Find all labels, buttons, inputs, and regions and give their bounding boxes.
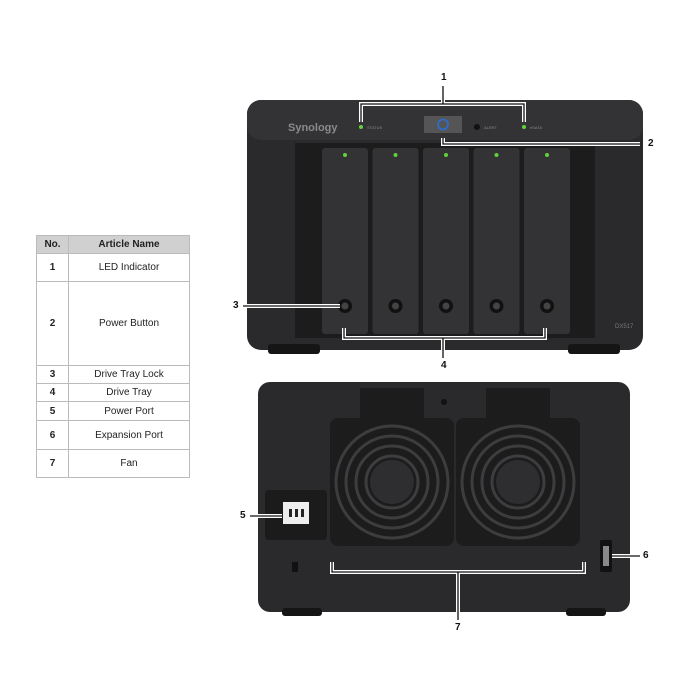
led-label-esata: eSATA xyxy=(530,125,542,130)
drive-tray[interactable] xyxy=(372,148,419,334)
drive-led-icon xyxy=(343,153,347,157)
drive-led-icon xyxy=(444,153,448,157)
table-header: No. Article Name xyxy=(36,235,190,254)
row-name: Power Button xyxy=(68,281,190,366)
drive-trays xyxy=(322,148,570,334)
callout-7: 7 xyxy=(455,622,461,633)
alert-led-icon xyxy=(474,124,480,130)
drive-led-icon xyxy=(393,153,398,157)
row-name: LED Indicator xyxy=(68,253,190,282)
device-back xyxy=(258,382,630,616)
row-no: 1 xyxy=(36,253,69,282)
callout-6: 6 xyxy=(643,550,649,561)
security-slot xyxy=(292,562,298,572)
led-label-status: STATUS xyxy=(367,125,383,130)
brand-logo: Synology xyxy=(288,122,338,134)
power-button[interactable] xyxy=(424,116,462,133)
model-label: DX517 xyxy=(615,324,634,330)
device-front: Synology STATUS ALERT eSATA DX517 xyxy=(247,100,643,354)
callout-1: 1 xyxy=(441,72,447,83)
header-article-name: Article Name xyxy=(68,235,190,254)
esata-led-icon xyxy=(522,125,526,129)
header-no: No. xyxy=(36,235,69,254)
fan-hub xyxy=(496,460,540,504)
drive-tray[interactable] xyxy=(524,148,570,334)
fan xyxy=(330,388,454,546)
led-label-alert: ALERT xyxy=(484,125,497,130)
drive-tray[interactable] xyxy=(322,148,368,334)
drive-tray[interactable] xyxy=(423,148,469,334)
callout-4: 4 xyxy=(441,360,447,371)
fan xyxy=(456,388,580,546)
fan-hub xyxy=(370,460,414,504)
power-icon xyxy=(437,118,449,131)
row-name: Expansion Port xyxy=(68,420,190,450)
drive-led-icon xyxy=(494,153,499,157)
drive-led-icon xyxy=(545,153,549,157)
callout-5: 5 xyxy=(240,510,246,521)
status-led-icon xyxy=(359,125,363,129)
drive-tray[interactable] xyxy=(473,148,520,334)
row-no: 7 xyxy=(36,449,69,478)
callout-2: 2 xyxy=(648,138,654,149)
row-name: Fan xyxy=(68,449,190,478)
callout-3: 3 xyxy=(233,300,239,311)
